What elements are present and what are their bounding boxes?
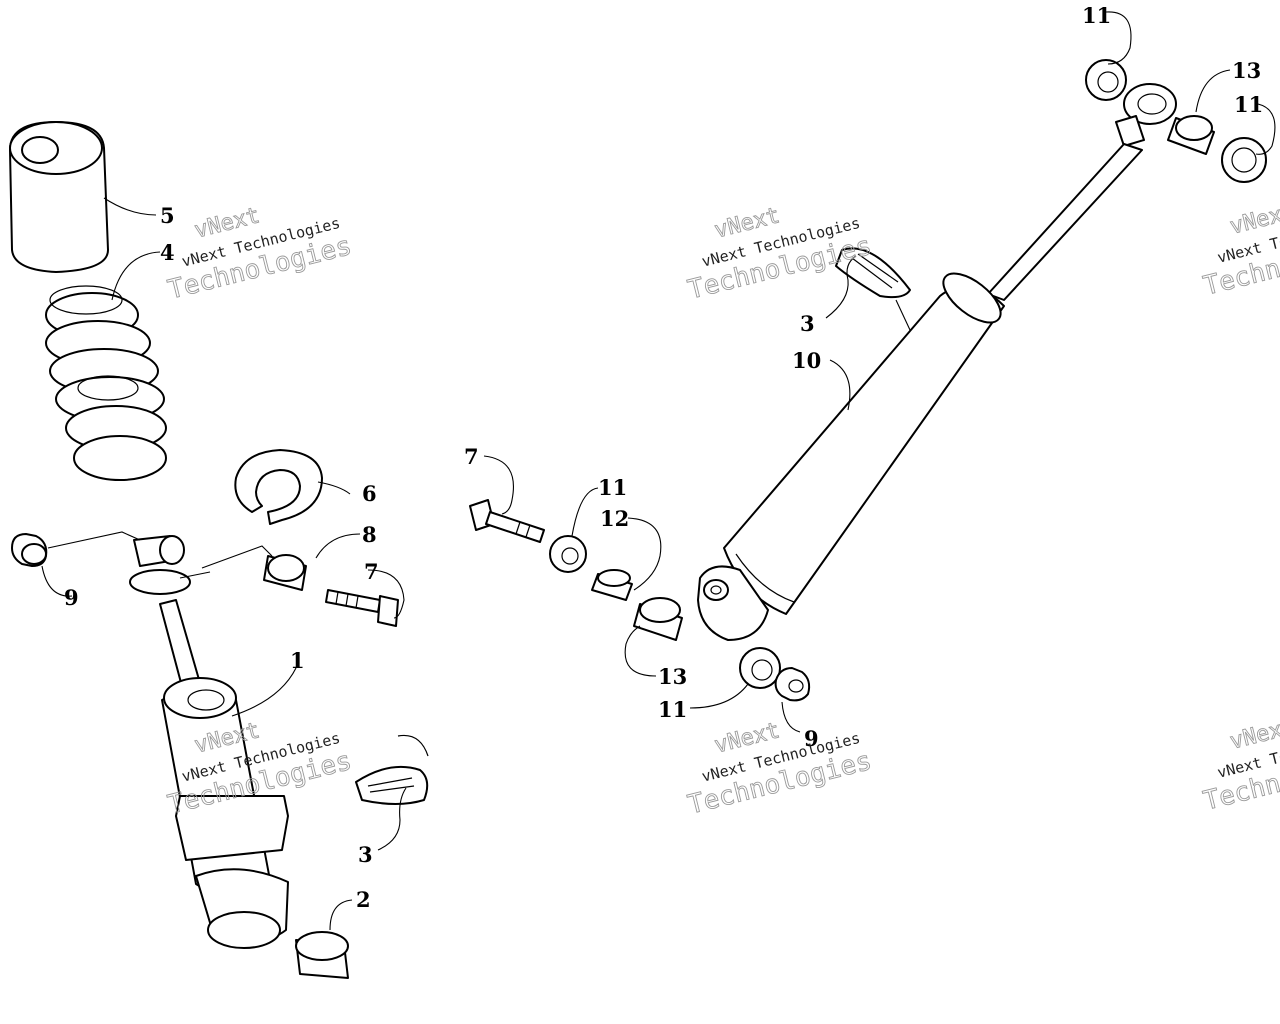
damper-body-part [697, 272, 1005, 641]
callout-7-right: 7 [464, 444, 479, 469]
callout-12: 12 [600, 506, 629, 531]
callout-13-top: 13 [1232, 58, 1261, 83]
callout-10: 10 [792, 348, 821, 373]
damper-rod-part [987, 143, 1143, 301]
callout-13-lower: 13 [658, 664, 687, 689]
watermark-line1: vNext [1228, 199, 1280, 239]
washer-top-left-part [1085, 59, 1127, 101]
callout-11-lower: 11 [658, 697, 687, 722]
bushing-top-part [1167, 115, 1215, 155]
nut-right-part [774, 667, 811, 702]
callout-numbers: 1 2 3 3 4 5 6 7 7 8 9 9 10 11 11 11 11 1… [64, 3, 1263, 912]
watermark-top-right: vNext vNext Technologies Technologies [1200, 199, 1280, 302]
callout-4: 4 [160, 240, 175, 265]
callout-2: 2 [356, 887, 371, 912]
callout-11-top: 11 [1082, 3, 1111, 28]
watermark-bottom-right: vNext vNext Technologies Technologies [1200, 714, 1280, 817]
bolt-right-part [469, 499, 545, 543]
leader-lines [41, 11, 1276, 931]
spacer-part [591, 569, 633, 601]
bolt-left-part [325, 589, 399, 627]
warning-label-left-part [355, 734, 429, 805]
callout-8: 8 [362, 522, 377, 547]
washer-top-right-part [1221, 137, 1267, 183]
lower-bushing-part [295, 931, 349, 979]
shock-upper-eye-part [129, 535, 203, 695]
callout-7-left: 7 [364, 559, 379, 584]
callout-9-right: 9 [804, 726, 819, 751]
watermark-top-left: vNext vNext Technologies Technologies [165, 203, 355, 306]
callout-3-right: 3 [800, 311, 815, 336]
callout-9-left: 9 [64, 585, 79, 610]
spring-cap-part [9, 121, 109, 273]
warning-label-right-part [835, 247, 911, 299]
callout-3-left: 3 [358, 842, 373, 867]
callout-11-mid: 11 [598, 475, 627, 500]
bushing-right-part [633, 597, 683, 641]
nut-left-part [11, 533, 48, 567]
coil-spring-part [45, 285, 167, 481]
washer-mid-part [549, 535, 587, 573]
bushing-part [263, 554, 307, 591]
retainer-ring-part [234, 449, 323, 525]
watermark-line1: vNext [1228, 714, 1280, 754]
callout-6: 6 [362, 481, 377, 506]
callout-11-top-right: 11 [1234, 92, 1263, 117]
damper-top-eye-part [1115, 83, 1177, 147]
watermark-top-center: vNext vNext Technologies Technologies [685, 203, 875, 306]
shock-body-part [161, 677, 289, 949]
callout-1: 1 [290, 648, 305, 673]
watermark-bottom-center: vNext vNext Technologies Technologies [685, 718, 875, 821]
washer-lower-right-part [739, 647, 781, 689]
callout-5: 5 [160, 203, 175, 228]
